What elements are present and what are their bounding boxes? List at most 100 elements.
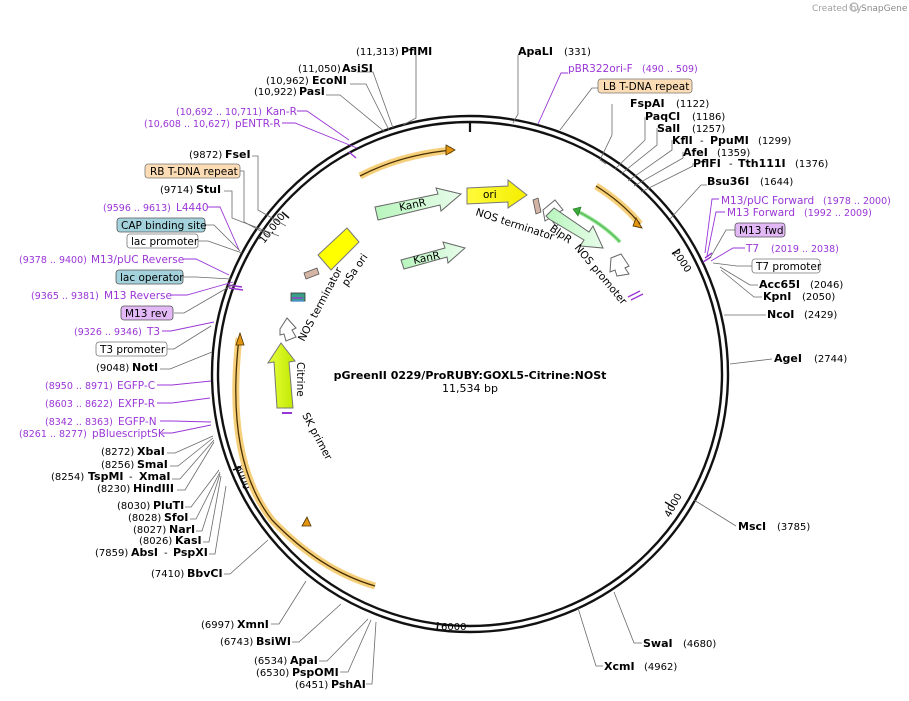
svg-text:AbsI: AbsI [131, 546, 158, 559]
feature-nos-terminator-top[interactable]: NOS terminator [474, 197, 556, 243]
site-asisi[interactable]: (11,050)AsiSI [298, 62, 373, 75]
site-pshai[interactable]: (6451)PshAI [295, 678, 366, 691]
svg-text:(1257): (1257) [692, 124, 725, 135]
site-ncoi[interactable]: NcoI(2429) [767, 308, 837, 321]
primer-pbr322ori-f[interactable]: pBR322ori-F(490 .. 509) [568, 63, 698, 75]
primer-egfp-n[interactable]: (8342 .. 8363)EGFP-N [45, 416, 157, 428]
site-bsu36i[interactable]: Bsu36I(1644) [707, 175, 793, 188]
svg-text:(8261 .. 8277): (8261 .. 8277) [19, 429, 87, 440]
feature-ori[interactable]: ori [466, 178, 528, 209]
box-cap-binding-site[interactable]: CAP binding site [116, 217, 207, 233]
svg-text:SmaI: SmaI [137, 458, 168, 471]
svg-text:ori: ori [483, 189, 497, 201]
plasmid-length: 11,534 bp [442, 382, 498, 395]
primer-m13-puc-reverse[interactable]: (9378 .. 9400)M13/pUC Reverse [19, 254, 184, 266]
svg-text:NotI: NotI [132, 361, 158, 374]
site-apai[interactable]: (6534)ApaI [254, 654, 318, 667]
site-pluti[interactable]: (8030)PluTI [117, 499, 184, 512]
svg-text:(9714): (9714) [160, 185, 193, 196]
box-m13-fwd[interactable]: M13 fwd [734, 222, 786, 238]
svg-text:L4440: L4440 [176, 202, 209, 214]
site-kasi[interactable]: (8026)KasI [139, 534, 202, 547]
box-lac-operator[interactable]: lac operator [115, 269, 184, 285]
svg-text:EcoNI: EcoNI [312, 74, 347, 87]
svg-text:EXFP-R: EXFP-R [118, 398, 155, 410]
svg-text:AfeI: AfeI [683, 146, 708, 159]
svg-text:Tth111I: Tth111I [738, 157, 786, 170]
site-stui[interactable]: (9714)StuI [160, 183, 221, 196]
svg-text:NarI: NarI [169, 523, 195, 536]
site-fsei[interactable]: (9872)FseI [189, 148, 251, 161]
svg-text:-: - [700, 136, 704, 147]
site-xbai[interactable]: (8272)XbaI [101, 445, 165, 458]
box-rb-t-dna-repeat[interactable]: RB T-DNA repeat [144, 163, 241, 179]
svg-text:(331): (331) [564, 47, 591, 58]
svg-text:(9326 .. 9346): (9326 .. 9346) [74, 327, 142, 338]
svg-text:(2744): (2744) [814, 354, 847, 365]
box-t7-promoter[interactable]: T7 promoter [751, 258, 822, 274]
site-agei[interactable]: AgeI (2744) [774, 352, 847, 365]
primer-pbluescriptsk[interactable]: (8261 .. 8277)pBluescriptSK [19, 428, 166, 440]
site-bsiwi[interactable]: (6743)BsiWI [220, 635, 291, 648]
primer-m13-reverse[interactable]: (9365 .. 9381)M13 Reverse [31, 290, 172, 302]
svg-text:(8950 .. 8971): (8950 .. 8971) [45, 381, 113, 392]
svg-text:CAP binding site: CAP binding site [121, 220, 207, 232]
primer-t7[interactable]: T7(2019 .. 2038) [745, 243, 839, 255]
feature-nos-promoter[interactable]: NOS promoter [572, 242, 630, 308]
svg-text:KpnI: KpnI [763, 290, 791, 303]
site-hindiii[interactable]: (8230)HindIII [97, 482, 174, 495]
site-swai[interactable]: SwaI(4680) [643, 637, 716, 650]
feature-citrine[interactable]: Citrine [266, 342, 306, 409]
site-xcmi[interactable]: XcmI(4962) [604, 660, 677, 673]
svg-text:(6451): (6451) [295, 680, 328, 691]
svg-text:AgeI: AgeI [774, 352, 802, 365]
svg-text:Acc65I: Acc65I [759, 278, 800, 291]
site-smai[interactable]: (8256)SmaI [101, 458, 168, 471]
feature-nos-terminator-left[interactable]: NOS terminator [290, 265, 345, 344]
site-pasi[interactable]: (10,922)PasI [254, 85, 325, 98]
primer-kan-r[interactable]: (10,692 .. 10,711)Kan-R [176, 106, 297, 118]
site-noti[interactable]: (9048)NotI [96, 361, 158, 374]
feature-bler[interactable]: BlpR [545, 207, 604, 249]
svg-text:(3785): (3785) [777, 522, 810, 533]
primer-egfp-c[interactable]: (8950 .. 8971)EGFP-C [45, 380, 155, 392]
site-acc65i[interactable]: Acc65I(2046) [759, 278, 843, 291]
box-m13-rev[interactable]: M13 rev [120, 305, 174, 321]
site-pflmi[interactable]: (11,313)PflMI [356, 45, 432, 58]
site-pflfi-tth111i[interactable]: PflFI-Tth111I(1376) [693, 157, 828, 170]
site-sali[interactable]: SalI(1257) [657, 122, 725, 135]
site-nari[interactable]: (8027)NarI [133, 523, 195, 536]
site-absi-pspxi[interactable]: (7859)AbsI-PspXI [95, 546, 208, 559]
site-tspmi-xmai[interactable]: (8254)TspMI-XmaI [51, 470, 170, 483]
feature-sk-primer[interactable]: SK primer [282, 411, 335, 463]
site-pspomi[interactable]: (6530)PspOMI [256, 666, 339, 679]
site-afei[interactable]: AfeI(1359) [683, 146, 750, 159]
site-econi[interactable]: (10,962)EcoNI [266, 74, 347, 87]
primer-t3[interactable]: (9326 .. 9346)T3 [74, 326, 160, 338]
left-feature-stack [227, 151, 713, 302]
primer-l4440[interactable]: (9596 .. 9613)L4440 [103, 202, 209, 214]
primer-exfp-r[interactable]: (8603 .. 8622)EXFP-R [45, 398, 155, 410]
site-kfli-ppumi[interactable]: KflI-PpuMI(1299) [672, 134, 791, 147]
primer-pentr-r[interactable]: (10,608 .. 10,627)pENTR-R [144, 118, 281, 130]
site-msci[interactable]: MscI(3785) [738, 520, 810, 533]
primer-m13-puc-forward[interactable]: M13/pUC Forward(1978 .. 2000) [721, 195, 891, 207]
site-kpni[interactable]: KpnI(2050) [763, 290, 835, 303]
box-lac-promoter[interactable]: lac promoter [126, 233, 199, 249]
site-sfoi[interactable]: (8028)SfoI [128, 511, 188, 524]
box-lb-t-dna-repeat[interactable]: LB T-DNA repeat [597, 78, 693, 94]
site-xmni[interactable]: (6997)XmnI [201, 618, 269, 631]
site-apali[interactable]: ApaLI(331) [518, 45, 591, 58]
box-t3-promoter[interactable]: T3 promoter [95, 341, 168, 357]
svg-text:SK primer: SK primer [299, 411, 334, 463]
svg-text:SnapGene: SnapGene [861, 4, 908, 14]
svg-text:ApaI: ApaI [290, 654, 318, 667]
feature-kanr-2[interactable]: KanR [400, 241, 467, 270]
primer-m13-forward[interactable]: M13 Forward(1992 .. 2009) [727, 207, 872, 219]
site-paqci[interactable]: PaqCI(1186) [645, 110, 725, 123]
site-fspai[interactable]: FspAI(1122) [630, 97, 709, 110]
feature-kanr-1[interactable]: KanR [374, 187, 463, 221]
svg-text:SfoI: SfoI [164, 511, 188, 524]
svg-text:PflFI: PflFI [693, 157, 721, 170]
site-bbvci[interactable]: (7410)BbvCI [151, 567, 223, 580]
